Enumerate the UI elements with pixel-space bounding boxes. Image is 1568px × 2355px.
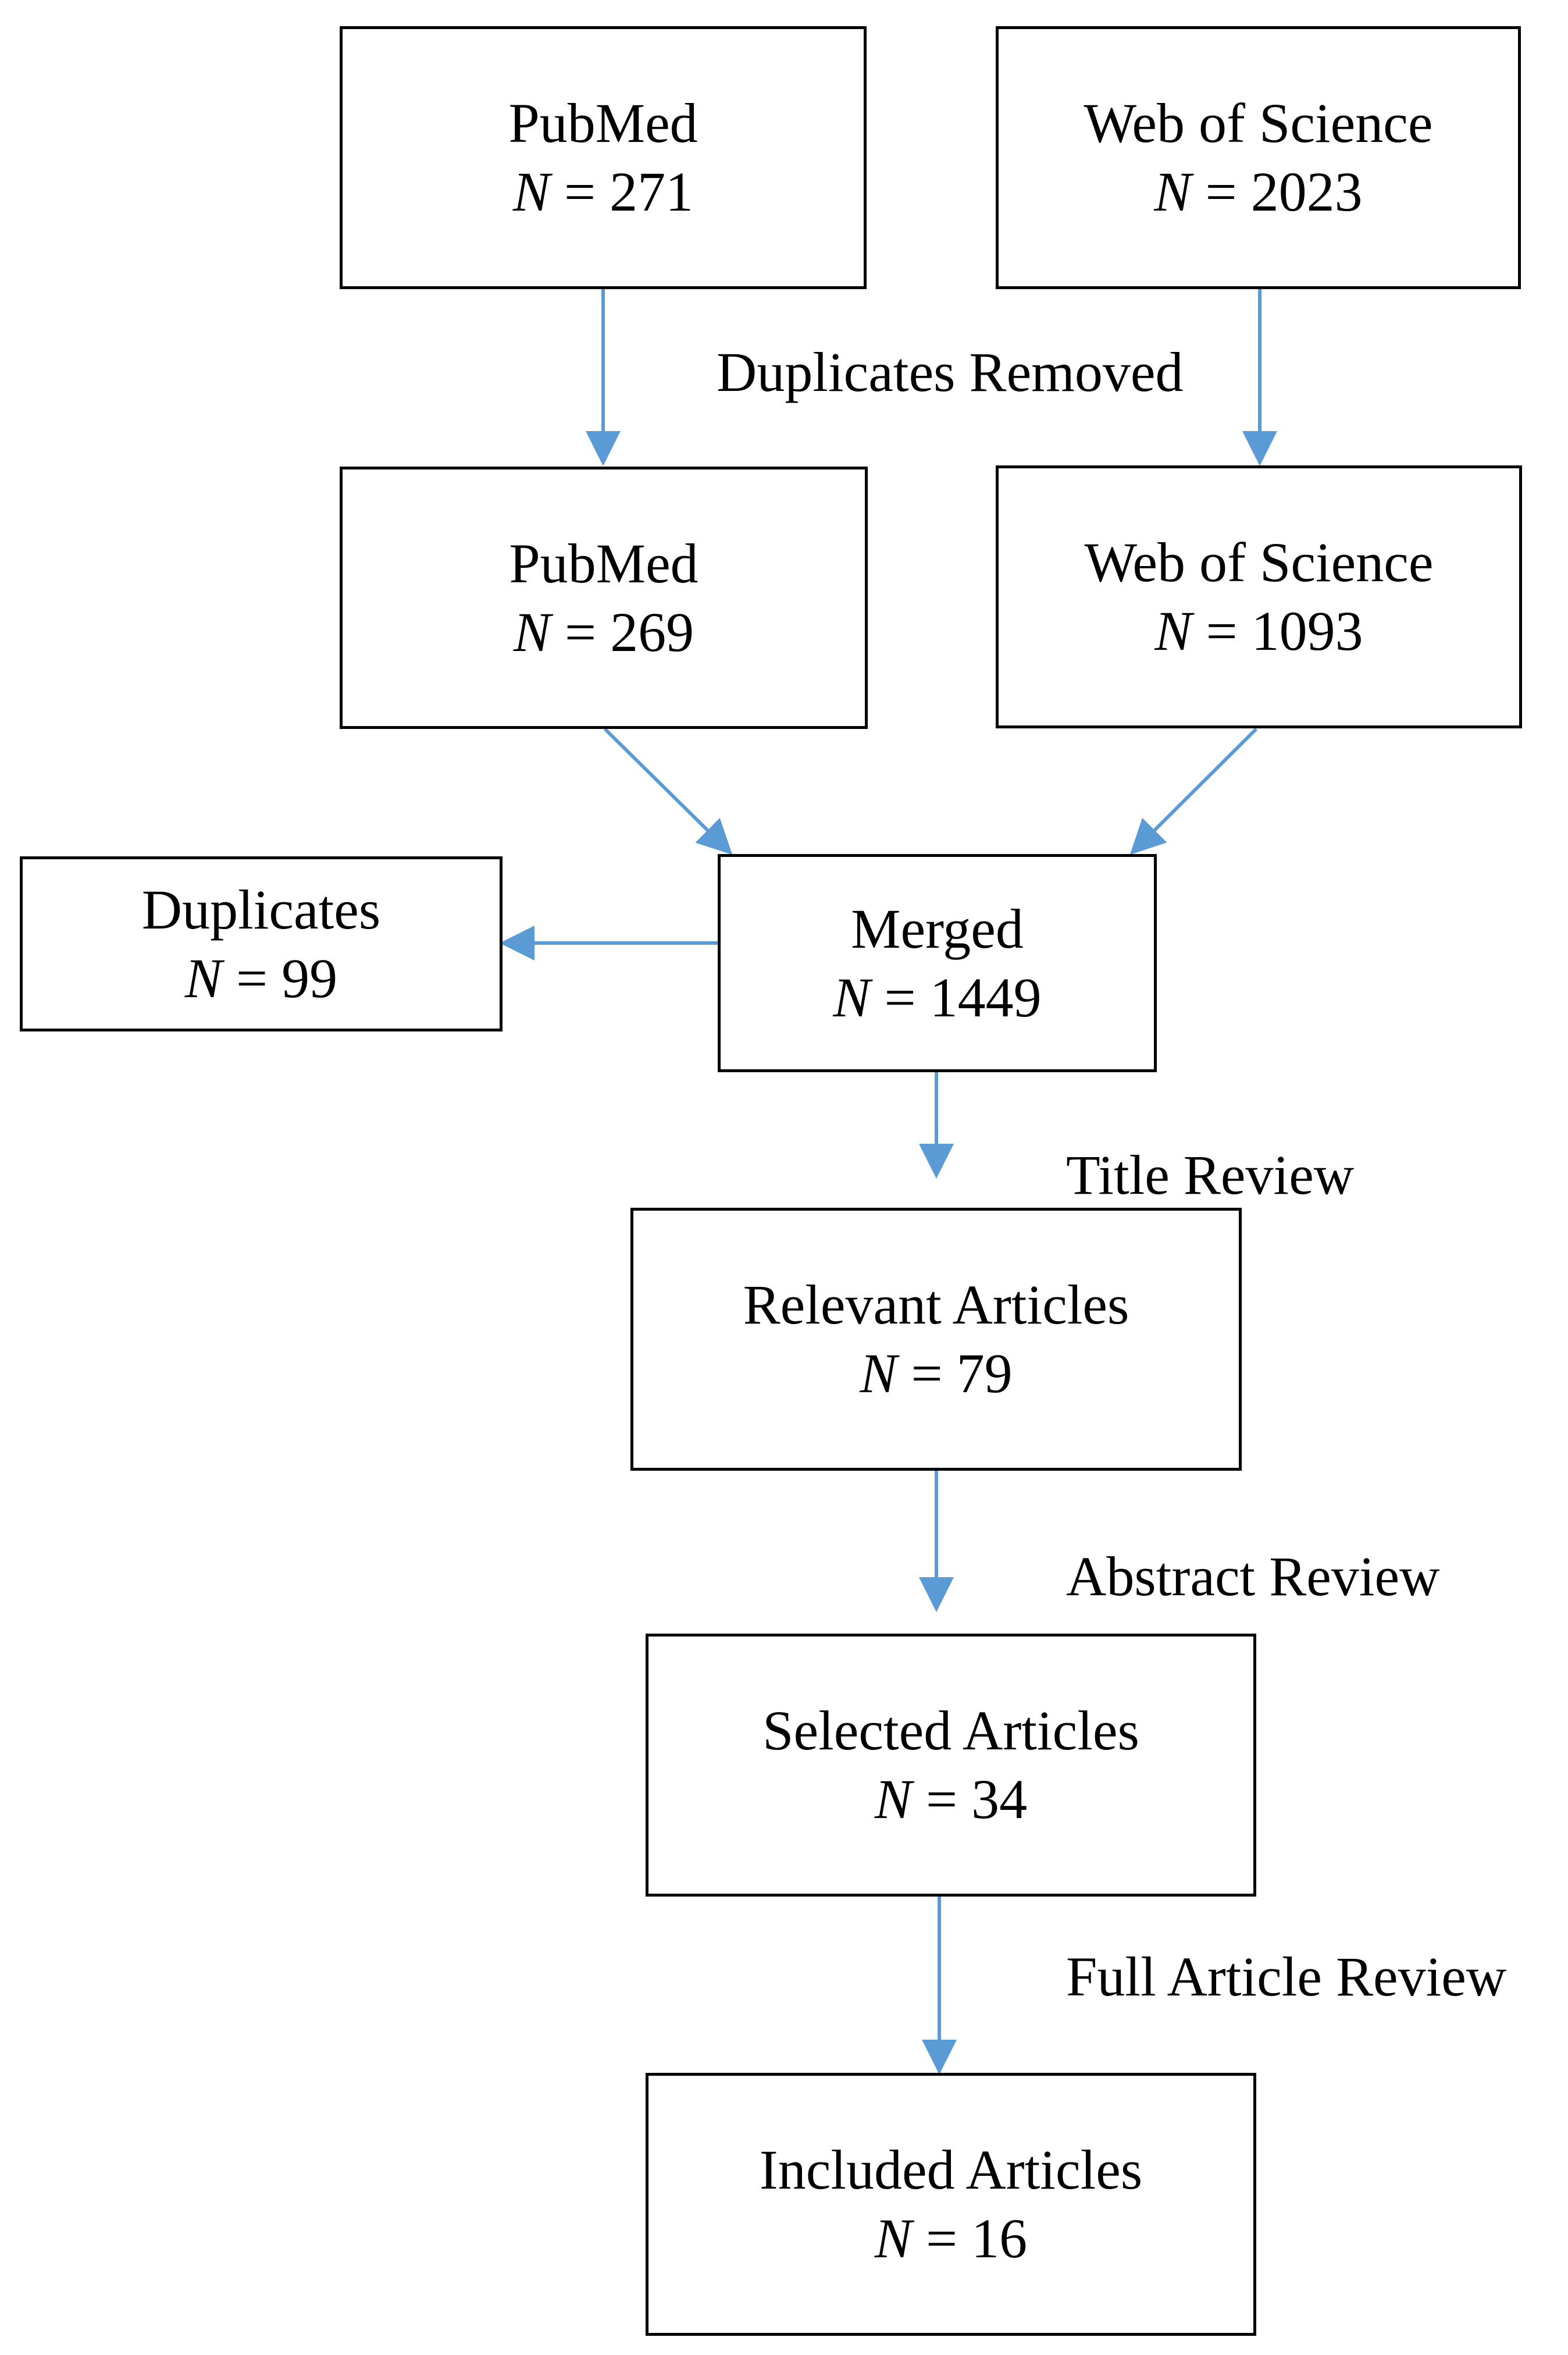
n-value: = 269	[564, 600, 694, 663]
n-value: = 1093	[1206, 600, 1363, 662]
wos-dedup-box: Web of Science N = 1093	[996, 465, 1522, 728]
box-title: Web of Science	[1084, 531, 1434, 593]
box-count: N = 99	[185, 944, 337, 1013]
n-symbol: N	[512, 161, 550, 223]
selected-articles-box: Selected Articles N = 34	[646, 1634, 1256, 1897]
box-count: N = 2023	[1154, 158, 1362, 226]
box-count: N = 79	[860, 1339, 1012, 1408]
arrow-pubmed-dedup-to-merged	[603, 727, 733, 855]
merged-box: Merged N = 1449	[718, 854, 1157, 1072]
arrow-wos-dedup-to-merged	[1129, 727, 1258, 855]
n-value: = 1449	[884, 966, 1042, 1029]
n-value: = 2023	[1205, 161, 1363, 223]
n-value: = 16	[925, 2207, 1028, 2269]
box-count: N = 1449	[833, 963, 1041, 1032]
pubmed-initial-box: PubMed N = 271	[340, 26, 867, 289]
n-symbol: N	[860, 1342, 897, 1404]
n-symbol: N	[874, 1768, 912, 1830]
box-count: N = 271	[513, 158, 693, 226]
n-symbol: N	[1154, 600, 1192, 662]
box-title: PubMed	[508, 92, 698, 154]
box-count: N = 1093	[1154, 597, 1363, 666]
duplicates-box: Duplicates N = 99	[20, 856, 503, 1031]
pubmed-dedup-box: PubMed N = 269	[340, 467, 868, 729]
box-title: Selected Articles	[762, 1699, 1139, 1762]
n-value: = 34	[925, 1768, 1028, 1830]
box-title: Included Articles	[759, 2139, 1143, 2201]
box-count: N = 16	[875, 2204, 1027, 2273]
wos-initial-box: Web of Science N = 2023	[996, 26, 1521, 289]
included-articles-box: Included Articles N = 16	[646, 2073, 1256, 2336]
label-duplicates-removed: Duplicates Removed	[717, 341, 1184, 403]
n-symbol: N	[184, 947, 222, 1009]
box-title: PubMed	[509, 532, 699, 595]
box-title: Web of Science	[1084, 92, 1433, 154]
label-full-article-review: Full Article Review	[1066, 1945, 1507, 2008]
relevant-articles-box: Relevant Articles N = 79	[630, 1208, 1242, 1471]
n-value: = 271	[564, 161, 694, 223]
n-value: = 99	[236, 947, 338, 1009]
box-title: Duplicates	[141, 878, 381, 941]
label-title-review: Title Review	[1066, 1144, 1355, 1206]
box-title: Merged	[851, 897, 1024, 960]
label-abstract-review: Abstract Review	[1066, 1545, 1440, 1607]
box-count: N = 269	[514, 598, 694, 667]
n-symbol: N	[1154, 161, 1192, 223]
n-symbol: N	[513, 600, 551, 663]
n-symbol: N	[874, 2207, 912, 2269]
box-title: Relevant Articles	[743, 1273, 1129, 1336]
n-value: = 79	[911, 1342, 1013, 1404]
box-count: N = 34	[875, 1765, 1027, 1834]
n-symbol: N	[833, 966, 871, 1029]
